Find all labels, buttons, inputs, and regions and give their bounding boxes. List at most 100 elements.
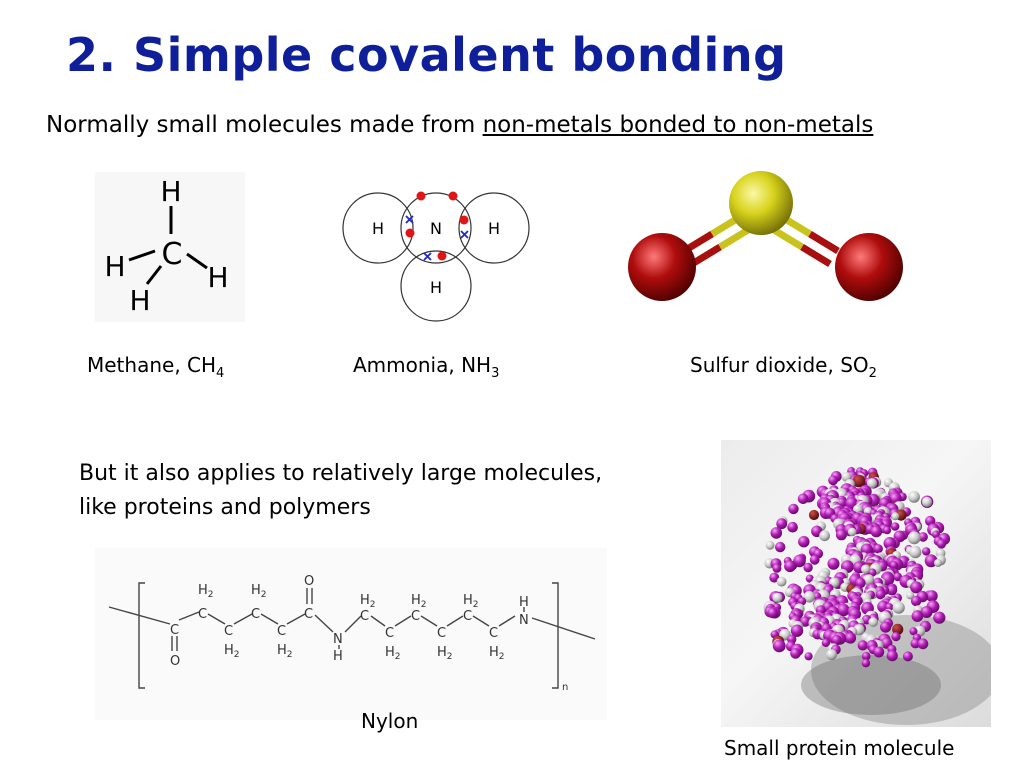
protein-atom <box>891 632 901 642</box>
nylon-h2-8: H2 <box>385 645 401 662</box>
protein-atom <box>886 584 898 596</box>
nylon-h2-3: H2 <box>224 643 240 660</box>
protein-atom <box>805 574 814 583</box>
protein-atom <box>784 560 796 573</box>
protein-atom <box>889 561 899 570</box>
protein-atom <box>775 541 786 553</box>
ammonia-dot-left <box>405 228 415 238</box>
ammonia-shell-h-right <box>458 192 530 264</box>
protein-atom <box>776 518 788 530</box>
protein-atom <box>911 610 924 622</box>
nylon-c-8: C <box>385 626 394 641</box>
protein-render <box>763 467 991 725</box>
nylon-h2-10: H2 <box>437 645 453 662</box>
methane-bond-bottom <box>145 265 163 285</box>
protein-atom <box>892 601 905 614</box>
protein-shadow-core <box>801 655 941 715</box>
ammonia-label-h-bottom: H <box>430 278 442 297</box>
subtitle-underlined: non-metals bonded to non-metals <box>482 112 874 138</box>
nylon-c-5: C <box>277 624 286 639</box>
protein-atom <box>893 572 903 582</box>
nylon-o-1: O <box>170 654 180 669</box>
protein-atom <box>873 646 885 658</box>
protein-atom <box>918 532 928 542</box>
sulfur-dioxide-model <box>628 171 903 301</box>
methane-diagram: H C H H H <box>95 172 245 322</box>
protein-atom <box>932 530 940 539</box>
protein-atom <box>803 562 813 573</box>
protein-atom <box>922 547 931 556</box>
ammonia-caption-name: Ammonia, NH <box>353 353 492 377</box>
protein-atom <box>803 591 815 603</box>
nylon-h2-12: H2 <box>489 645 505 662</box>
protein-atom <box>772 592 783 603</box>
nylon-bonds <box>108 582 596 689</box>
protein-atom <box>797 597 807 606</box>
nylon-background <box>95 548 607 720</box>
ammonia-shell-h-bottom <box>400 250 472 322</box>
protein-atom <box>800 616 811 627</box>
ammonia-crosses <box>405 215 469 261</box>
so2-oxygen-left <box>628 233 696 301</box>
nylon-c-12: C <box>489 626 498 641</box>
methane-bond-right <box>186 252 208 270</box>
methane-caption: Methane, CH4 <box>87 353 224 381</box>
protein-atom <box>788 503 799 515</box>
so2-caption: Sulfur dioxide, SO2 <box>690 353 877 381</box>
protein-atom <box>857 640 868 651</box>
methane-background <box>95 172 245 322</box>
nylon-c-6: C <box>304 607 313 622</box>
protein-atom <box>847 527 857 537</box>
nylon-c-3: C <box>224 624 233 639</box>
protein-atom <box>890 522 900 531</box>
nylon-h2-5: H2 <box>277 643 293 660</box>
nylon-c-4: C <box>251 607 260 622</box>
protein-atom <box>831 635 842 646</box>
ammonia-label-h-left: H <box>372 219 384 238</box>
protein-atom <box>772 639 786 653</box>
protein-atom <box>861 659 871 668</box>
protein-atom <box>866 478 878 489</box>
protein-atoms <box>763 467 951 668</box>
protein-atom <box>920 606 933 618</box>
protein-atom <box>910 595 922 607</box>
methane-caption-sub: 4 <box>216 366 225 381</box>
protein-atom <box>767 607 778 619</box>
ammonia-cross-left <box>405 215 414 224</box>
ammonia-lone-dot-1 <box>416 191 426 201</box>
protein-atom <box>790 624 804 637</box>
protein-caption: Small protein molecule <box>724 736 955 760</box>
protein-atom <box>921 496 933 508</box>
nylon-structure: C O C H2 C H2 C H2 C H2 C O N H C H2 C H… <box>95 548 607 720</box>
ammonia-dot-bottom <box>437 251 447 261</box>
so2-caption-sub: 2 <box>868 366 877 381</box>
protein-atom <box>933 611 946 624</box>
slide-subtitle: Normally small molecules made from non-m… <box>46 112 873 138</box>
protein-atom <box>835 529 847 541</box>
protein-atom <box>880 621 892 633</box>
nylon-h-n2: H <box>519 595 529 610</box>
subtitle-prefix: Normally small molecules made from <box>46 112 483 138</box>
nylon-c-7: C <box>360 609 369 624</box>
methane-caption-name: Methane, CH <box>87 353 217 377</box>
protein-atom <box>826 649 837 661</box>
protein-atom <box>787 521 798 533</box>
slide-title: 2. Simple covalent bonding <box>66 28 787 82</box>
protein-atom <box>910 638 921 649</box>
ammonia-dot-right <box>459 215 469 225</box>
nylon-c-10: C <box>437 626 446 641</box>
protein-atom <box>882 526 892 535</box>
protein-atom <box>936 539 947 549</box>
methane-h-left: H <box>104 250 125 283</box>
methane-h-right: H <box>207 261 228 294</box>
protein-atom <box>908 491 920 503</box>
paragraph-line-1: But it also applies to relatively large … <box>79 461 603 486</box>
protein-atom <box>797 493 809 505</box>
protein-atom <box>790 648 801 659</box>
protein-atom <box>934 559 942 567</box>
protein-atom <box>886 650 898 662</box>
nylon-c-9: C <box>411 609 420 624</box>
protein-atom <box>809 554 820 565</box>
methane-c-center: C <box>162 237 183 272</box>
nylon-c-2: C <box>198 607 207 622</box>
